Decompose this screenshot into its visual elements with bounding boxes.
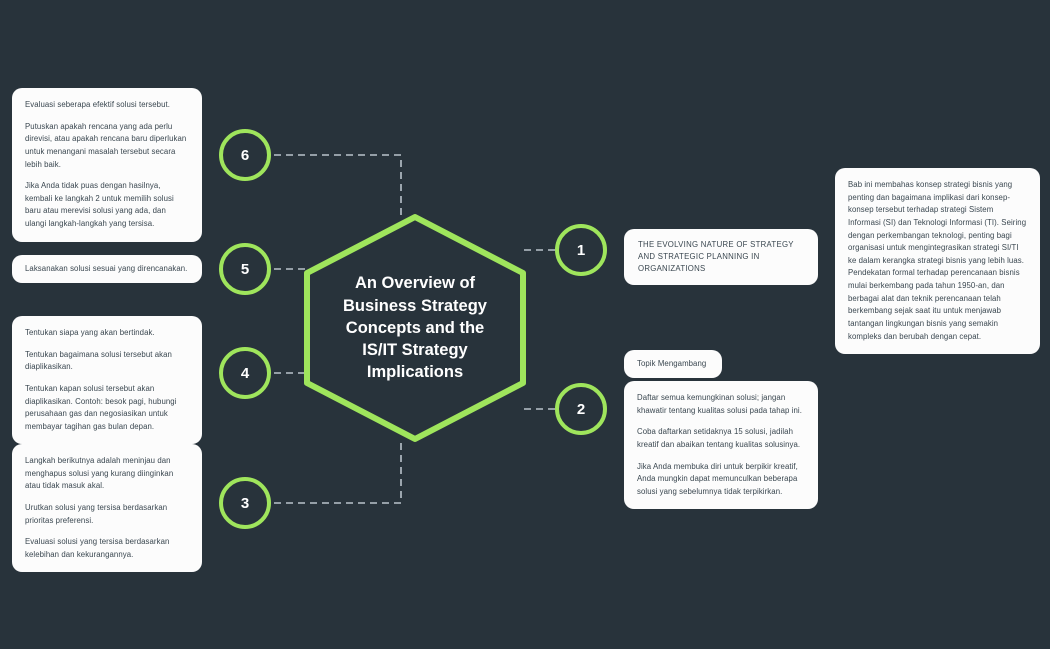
node-circle-1[interactable]: 1 <box>555 224 607 276</box>
note-card-topic-2[interactable]: Daftar semua kemungkinan solusi; jangan … <box>624 381 818 510</box>
card-paragraph: Langkah berikutnya adalah meninjau dan m… <box>25 456 174 491</box>
hexagon-shape <box>304 214 526 442</box>
node-circle-3-label: 3 <box>240 494 250 512</box>
connector-node-3 <box>274 442 402 504</box>
card-paragraph: Evaluasi seberapa efektif solusi tersebu… <box>25 100 170 109</box>
card-paragraph: Bab ini membahas konsep strategi bisnis … <box>848 180 1027 341</box>
note-card-step-4[interactable]: Tentukan siapa yang akan bertindak. Tentu… <box>12 316 202 445</box>
node-circle-6[interactable]: 6 <box>219 129 271 181</box>
card-paragraph: Topik Mengambang <box>637 359 707 368</box>
card-paragraph: Jika Anda tidak puas dengan hasilnya, ke… <box>25 181 174 228</box>
node-circle-4[interactable]: 4 <box>219 347 271 399</box>
card-paragraph: Putuskan apakah rencana yang ada perlu d… <box>25 121 187 169</box>
node-circle-4-label: 4 <box>240 364 250 382</box>
node-circle-5-label: 5 <box>240 260 250 278</box>
node-circle-6-label: 6 <box>240 146 250 164</box>
card-paragraph: Evaluasi solusi yang tersisa berdasarkan… <box>25 537 170 559</box>
node-circle-3[interactable]: 3 <box>219 477 271 529</box>
card-paragraph: Daftar semua kemungkinan solusi; jangan … <box>637 393 802 415</box>
node-circle-2[interactable]: 2 <box>555 383 607 435</box>
node-circle-1-label: 1 <box>576 241 586 259</box>
note-card-step-6[interactable]: Evaluasi seberapa efektif solusi tersebu… <box>12 88 202 242</box>
note-card-step-5[interactable]: Laksanakan solusi sesuai yang direncanak… <box>12 255 202 283</box>
connector-node-6 <box>274 154 402 216</box>
node-circle-2-label: 2 <box>576 400 586 418</box>
center-node-title: An Overview of Business Strategy Concept… <box>343 274 487 382</box>
card-paragraph: Coba daftarkan setidaknya 15 solusi, jad… <box>637 427 801 449</box>
note-card-step-3[interactable]: Langkah berikutnya adalah meninjau dan m… <box>12 444 202 573</box>
node-circle-5[interactable]: 5 <box>219 243 271 295</box>
card-paragraph: THE EVOLVING NATURE OF STRATEGY AND STRA… <box>638 240 794 274</box>
card-paragraph: Urutkan solusi yang tersisa berdasarkan … <box>25 502 168 525</box>
card-paragraph: Tentukan kapan solusi tersebut akan diap… <box>25 383 177 431</box>
note-card-floating-topic-label[interactable]: Topik Mengambang <box>624 350 722 378</box>
note-card-topic-1[interactable]: THE EVOLVING NATURE OF STRATEGY AND STRA… <box>624 229 818 286</box>
note-card-chapter-summary[interactable]: Bab ini membahas konsep strategi bisnis … <box>835 168 1040 355</box>
center-node[interactable]: An Overview of Business Strategy Concept… <box>303 213 527 443</box>
card-paragraph: Tentukan bagaimana solusi tersebut akan … <box>25 349 172 372</box>
card-paragraph: Laksanakan solusi sesuai yang direncanak… <box>25 264 188 273</box>
card-paragraph: Tentukan siapa yang akan bertindak. <box>25 328 155 337</box>
card-paragraph: Jika Anda membuka diri untuk berpikir kr… <box>637 461 798 496</box>
